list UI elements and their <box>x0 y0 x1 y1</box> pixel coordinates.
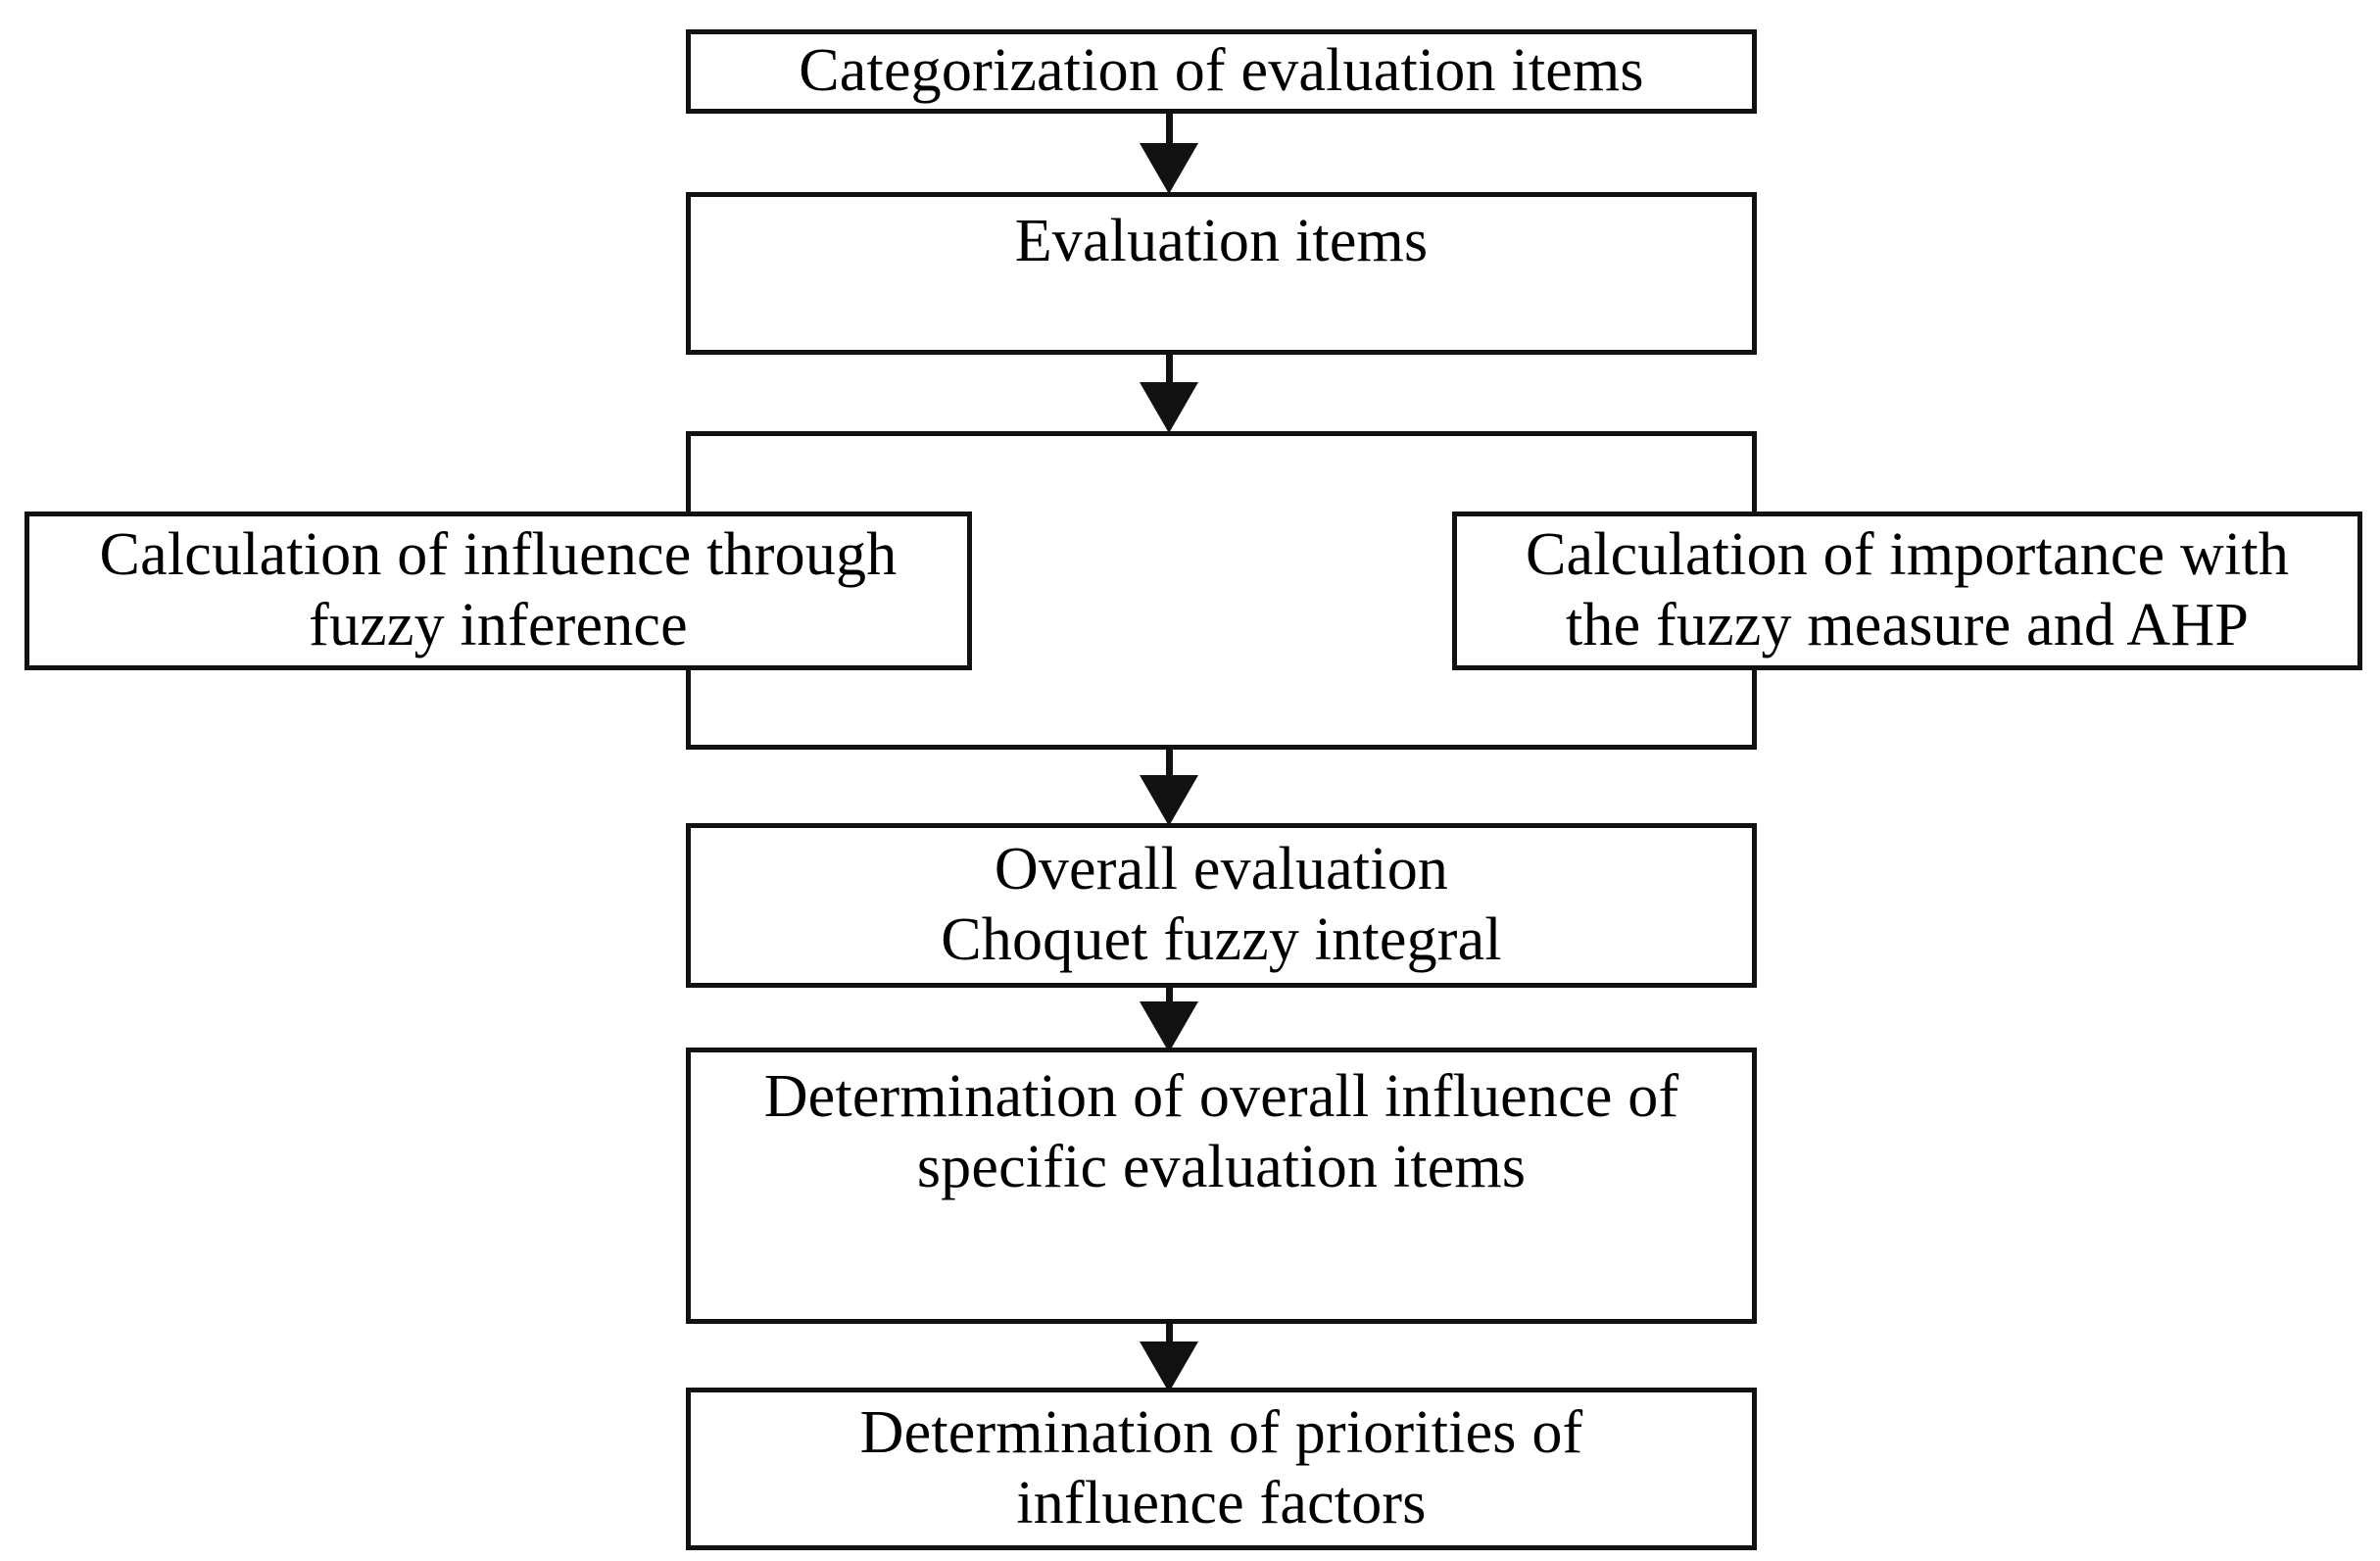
node-calculation-of-influence-through-fuzzy-inference[interactable]: Calculation of influence through fuzzy i… <box>24 512 972 670</box>
arrow-evaluation-items-to-methods <box>1140 355 1198 433</box>
arrow-shaft <box>1166 988 1173 1007</box>
arrow-shaft <box>1166 750 1173 779</box>
node-determination-of-priorities-of-influence-factors[interactable]: Determination of priorities of influence… <box>686 1388 1757 1550</box>
arrow-head-icon <box>1140 382 1198 433</box>
arrow-methods-to-overall-evaluation <box>1140 750 1198 826</box>
arrow-head-icon <box>1140 775 1198 826</box>
arrow-overall-influence-to-priorities <box>1140 1324 1198 1392</box>
node-calculation-of-importance-with-fuzzy-measure-and-ahp[interactable]: Calculation of importance with the fuzzy… <box>1452 512 2362 670</box>
arrow-shaft <box>1166 114 1173 147</box>
arrow-head-icon <box>1140 1341 1198 1392</box>
node-evaluation-items[interactable]: Evaluation items <box>686 192 1757 355</box>
arrow-shaft <box>1166 1324 1173 1345</box>
arrow-shaft <box>1166 355 1173 386</box>
node-overall-evaluation-choquet-fuzzy-integral[interactable]: Overall evaluation Choquet fuzzy integra… <box>686 823 1757 988</box>
node-determination-of-overall-influence-of-specific-evaluation-items[interactable]: Determination of overall influence of sp… <box>686 1048 1757 1324</box>
node-categorization-of-evaluation-items[interactable]: Categorization of evaluation items <box>686 29 1757 114</box>
arrow-head-icon <box>1140 143 1198 194</box>
arrow-overall-evaluation-to-overall-influence <box>1140 988 1198 1052</box>
arrow-categorization-to-evaluation-items <box>1140 114 1198 194</box>
arrow-head-icon <box>1140 1001 1198 1052</box>
